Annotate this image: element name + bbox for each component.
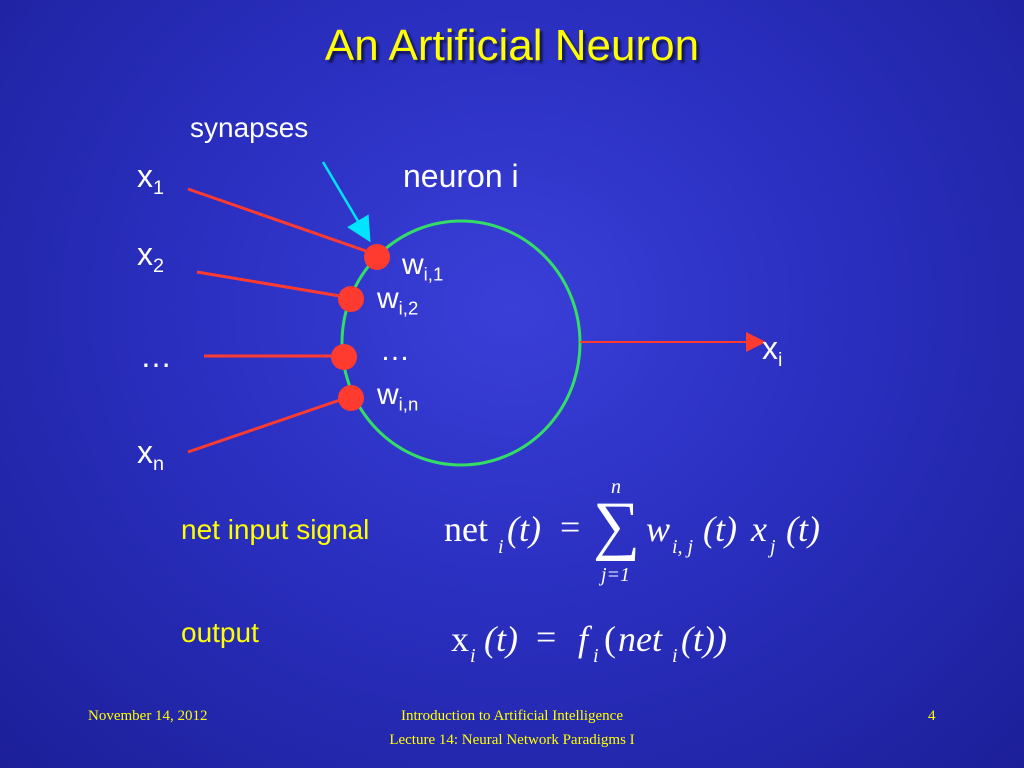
net-formula-t1: (t) [507, 509, 541, 549]
output-formula-lhs-sub: i [470, 645, 476, 667]
input-line-n [187, 398, 341, 454]
net-input-label: net input signal [181, 514, 370, 545]
net-formula-x-sub: j [770, 536, 776, 558]
sum-lower-limit: j=1 [601, 564, 631, 586]
weight-label-2: wi,2 [377, 282, 419, 319]
output-formula-net: net [618, 619, 662, 659]
net-formula-w-sub: i, j [672, 536, 694, 558]
sum-upper-limit: n [611, 476, 621, 498]
input-label-1: x1 [137, 158, 165, 199]
input-label-dots: … [140, 338, 172, 374]
output-text-label: output [181, 617, 259, 648]
neuron-label: neuron i [403, 158, 519, 194]
output-formula-f: f [578, 619, 589, 659]
weight-label-n: wi,n [377, 378, 419, 415]
input-line-2 [196, 270, 341, 298]
synapse-dots [331, 344, 357, 370]
output-formula-f-sub: i [593, 645, 599, 667]
weight-label-1: wi,1 [402, 248, 444, 285]
net-formula-t2: (t) [703, 509, 737, 549]
footer-lecture: Lecture 14: Neural Network Paradigms I [389, 732, 635, 748]
input-label-n: xn [137, 434, 165, 475]
input-label-2: x2 [137, 236, 165, 277]
output-formula-t1: (t) [484, 619, 518, 659]
net-formula-lhs-sub: i [498, 536, 504, 558]
output-label: xi [762, 330, 783, 371]
slide-title: An Artificial Neuron [324, 21, 700, 70]
footer-date: November 14, 2012 [88, 708, 208, 724]
synapses-label: synapses [190, 112, 309, 143]
net-formula-w: w [646, 509, 671, 549]
output-formula-net-sub: i [672, 645, 678, 667]
synapse-1 [364, 244, 390, 270]
net-formula-lhs: net [444, 509, 488, 549]
output-formula-eq: = [536, 617, 557, 657]
footer-course: Introduction to Artificial Intelligence [400, 708, 623, 724]
input-line-1 [187, 187, 367, 253]
footer-page-number: 4 [928, 708, 936, 724]
net-formula-t3: (t) [786, 509, 820, 549]
sum-symbol: ∑ [593, 489, 641, 562]
synapse-2 [338, 286, 364, 312]
synapse-pointer-arrow [321, 161, 371, 243]
weight-label-dots: … [380, 334, 410, 367]
output-formula-close: (t)) [681, 619, 727, 659]
output-formula-open: ( [604, 619, 616, 659]
net-formula-x: x [751, 509, 767, 549]
synapse-n [338, 385, 364, 411]
net-formula-eq: = [560, 507, 581, 547]
output-formula-lhs: x [451, 619, 469, 659]
